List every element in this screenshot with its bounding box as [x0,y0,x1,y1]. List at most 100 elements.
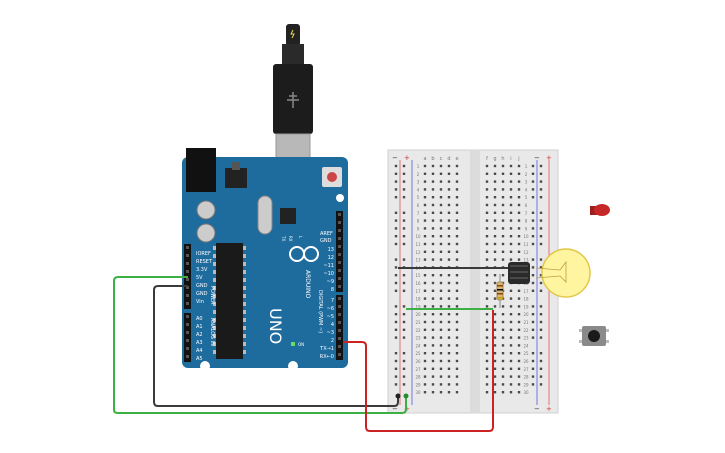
breadboard-hole[interactable] [485,313,489,316]
breadboard-hole[interactable] [517,203,521,207]
breadboard-hole[interactable] [423,336,427,339]
breadboard-hole[interactable] [431,274,435,277]
breadboard-hole[interactable] [439,188,443,191]
rail-hole[interactable] [394,336,398,339]
breadboard-hole[interactable] [439,375,443,378]
breadboard-hole[interactable] [517,367,521,370]
rail-hole[interactable] [402,383,406,386]
rail-hole[interactable] [402,258,406,261]
breadboard-hole[interactable] [509,242,513,246]
breadboard-hole[interactable] [455,313,459,316]
breadboard-hole[interactable] [447,242,451,246]
breadboard-hole[interactable] [485,211,489,214]
breadboard-hole[interactable] [501,211,505,214]
rail-hole[interactable] [394,328,398,331]
header-pin[interactable] [338,245,341,248]
rail-hole[interactable] [402,227,406,230]
breadboard-hole[interactable] [455,203,459,207]
header-pin[interactable] [338,329,341,332]
breadboard-hole[interactable] [431,328,435,331]
breadboard-hole[interactable] [431,320,435,324]
rail-hole[interactable] [402,274,406,277]
breadboard-hole[interactable] [493,352,497,355]
breadboard-hole[interactable] [455,235,459,238]
breadboard-hole[interactable] [501,320,505,324]
breadboard-hole[interactable] [509,328,513,331]
breadboard-hole[interactable] [517,336,521,339]
breadboard-hole[interactable] [517,313,521,316]
breadboard-hole[interactable] [439,242,443,246]
header-pin[interactable] [186,294,189,297]
breadboard-hole[interactable] [485,203,489,207]
breadboard-hole[interactable] [517,375,521,378]
breadboard-hole[interactable] [423,258,427,261]
light-bulb[interactable] [508,248,591,298]
breadboard-hole[interactable] [455,211,459,214]
breadboard-hole[interactable] [439,305,443,308]
breadboard-hole[interactable] [517,352,521,355]
rail-hole[interactable] [402,281,406,285]
breadboard-hole[interactable] [431,172,435,175]
breadboard-hole[interactable] [423,289,427,292]
breadboard-hole[interactable] [431,336,435,339]
breadboard-hole[interactable] [455,367,459,370]
rail-hole[interactable] [402,313,406,316]
breadboard-hole[interactable] [439,203,443,207]
breadboard-hole[interactable] [509,235,513,238]
header-pin[interactable] [186,286,189,289]
breadboard-hole[interactable] [509,391,513,394]
breadboard-hole[interactable] [493,383,497,386]
breadboard-hole[interactable] [455,258,459,261]
breadboard-hole[interactable] [439,328,443,331]
breadboard-hole[interactable] [455,180,459,183]
breadboard-hole[interactable] [439,359,443,363]
breadboard-hole[interactable] [447,196,451,199]
rail-hole[interactable] [394,235,398,238]
breadboard-hole[interactable] [423,352,427,355]
breadboard-hole[interactable] [423,328,427,331]
breadboard-hole[interactable] [517,235,521,238]
breadboard-hole[interactable] [439,219,443,222]
breadboard-hole[interactable] [493,359,497,363]
breadboard-hole[interactable] [455,328,459,331]
breadboard-hole[interactable] [485,281,489,285]
rail-hole[interactable] [531,266,535,269]
header-pin[interactable] [186,254,189,257]
breadboard-hole[interactable] [493,235,497,238]
rail-hole[interactable] [539,367,543,370]
red-led[interactable] [590,204,610,216]
breadboard-hole[interactable] [517,328,521,331]
header-pin[interactable] [186,270,189,273]
breadboard-hole[interactable] [509,258,513,261]
breadboard-hole[interactable] [493,313,497,316]
breadboard-hole[interactable] [485,274,489,277]
rail-hole[interactable] [539,266,543,269]
breadboard-hole[interactable] [431,344,435,347]
rail-hole[interactable] [531,274,535,277]
breadboard-hole[interactable] [447,328,451,331]
rail-hole[interactable] [394,227,398,230]
breadboard-hole[interactable] [485,196,489,199]
rail-hole[interactable] [539,328,543,331]
rail-hole[interactable] [531,196,535,199]
header-pin[interactable] [186,347,189,350]
breadboard-hole[interactable] [517,250,521,253]
breadboard-hole[interactable] [423,172,427,175]
breadboard-hole[interactable] [447,274,451,277]
breadboard-hole[interactable] [455,172,459,175]
breadboard-hole[interactable] [517,297,521,300]
rail-hole[interactable] [539,274,543,277]
breadboard-hole[interactable] [447,180,451,183]
breadboard-hole[interactable] [431,180,435,183]
breadboard-hole[interactable] [439,313,443,316]
rail-hole[interactable] [531,383,535,386]
breadboard-hole[interactable] [517,172,521,175]
breadboard-hole[interactable] [509,188,513,191]
breadboard-hole[interactable] [517,320,521,324]
breadboard-hole[interactable] [431,196,435,199]
breadboard-hole[interactable] [423,383,427,386]
breadboard-hole[interactable] [485,219,489,222]
header-pin[interactable] [338,297,341,300]
